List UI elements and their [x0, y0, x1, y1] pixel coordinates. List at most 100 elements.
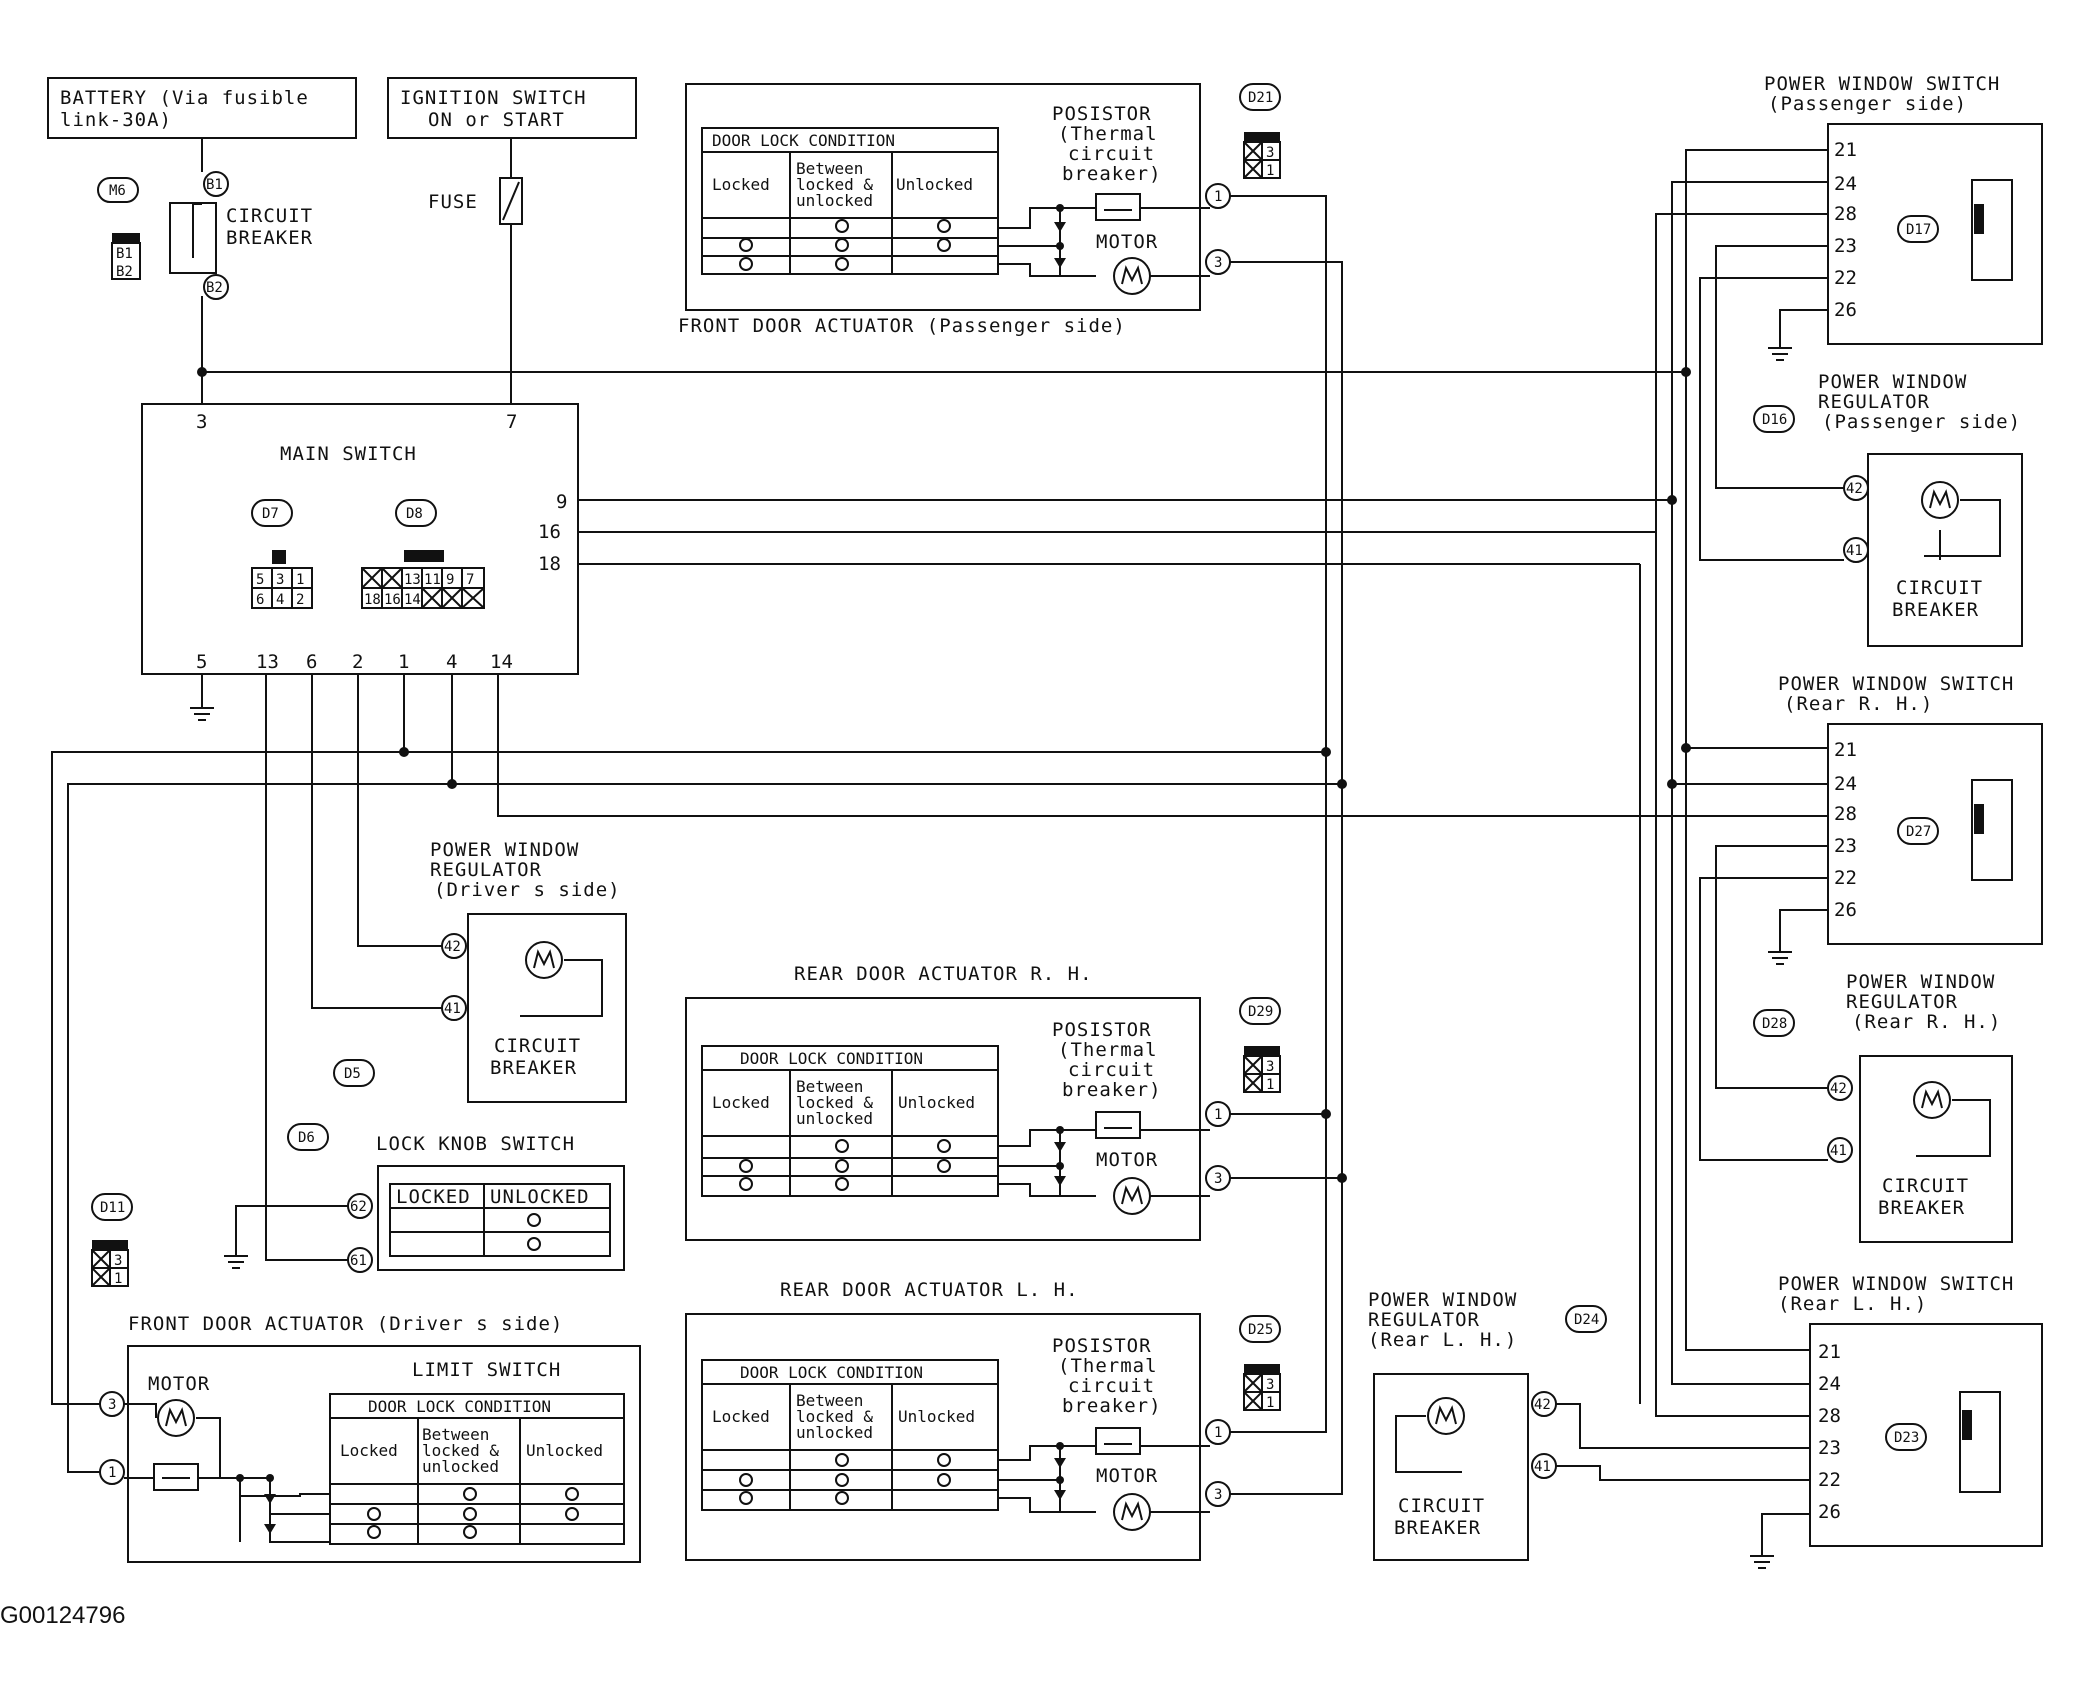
- svg-text:9: 9: [446, 572, 454, 588]
- svg-text:3: 3: [1266, 145, 1274, 161]
- svg-text:D16: D16: [1762, 412, 1787, 428]
- svg-text:16: 16: [384, 592, 401, 608]
- svg-text:MOTOR: MOTOR: [1096, 1465, 1158, 1487]
- main-pin-18: 18: [538, 553, 561, 575]
- pw-switch-rear-rh-title: POWER WINDOW SWITCH: [1778, 673, 2014, 695]
- svg-text:REAR DOOR ACTUATOR L. H.: REAR DOOR ACTUATOR L. H.: [780, 1279, 1079, 1301]
- svg-text:24: 24: [1834, 173, 1857, 195]
- svg-text:18: 18: [364, 592, 381, 608]
- svg-text:42: 42: [1534, 1397, 1551, 1413]
- battery-label-line2: link-30A): [60, 109, 172, 131]
- svg-text:3: 3: [1214, 255, 1222, 271]
- svg-text:3: 3: [1214, 1171, 1222, 1187]
- connector-d25: D25 3 1: [1239, 1315, 1281, 1411]
- svg-text:Unlocked: Unlocked: [898, 1093, 975, 1112]
- svg-text:28: 28: [1834, 803, 1857, 825]
- posistor-label-4: breaker): [1062, 163, 1162, 185]
- main-pin-2: 2: [352, 651, 363, 673]
- pw-regulator-driver: POWER WINDOW REGULATOR (Driver s side) C…: [333, 839, 627, 1103]
- svg-text:2: 2: [296, 592, 304, 608]
- svg-text:breaker): breaker): [1062, 1079, 1162, 1101]
- svg-text:3: 3: [108, 1397, 116, 1413]
- pw-regulator-rear-rh: POWER WINDOW REGULATOR (Rear R. H.) D28 …: [1753, 971, 2013, 1243]
- main-pin-3: 3: [196, 411, 207, 433]
- svg-text:1: 1: [1266, 163, 1274, 179]
- main-pin-4: 4: [446, 651, 457, 673]
- svg-text:7: 7: [466, 572, 474, 588]
- svg-text:D25: D25: [1248, 1322, 1273, 1338]
- svg-text:REGULATOR: REGULATOR: [430, 859, 542, 881]
- pw-switch-passenger-title: POWER WINDOW SWITCH: [1764, 73, 2000, 95]
- svg-text:(Driver s side): (Driver s side): [434, 879, 621, 901]
- svg-text:CIRCUIT: CIRCUIT: [494, 1035, 581, 1057]
- svg-text:Locked: Locked: [712, 1093, 770, 1112]
- main-switch-label: MAIN SWITCH: [280, 443, 417, 465]
- svg-text:1: 1: [114, 1271, 122, 1287]
- svg-text:BREAKER: BREAKER: [1878, 1197, 1965, 1219]
- svg-text:Locked: Locked: [712, 1407, 770, 1426]
- connector-id-d8: D8: [406, 506, 423, 522]
- ignition-block: IGNITION SWITCH ON or START: [387, 77, 637, 139]
- svg-text:unlocked: unlocked: [796, 1423, 873, 1442]
- svg-text:28: 28: [1834, 203, 1857, 225]
- posistor-label-1: POSISTOR: [1052, 103, 1152, 125]
- svg-text:(Rear L. H.): (Rear L. H.): [1368, 1329, 1517, 1351]
- main-pin-6: 6: [306, 651, 317, 673]
- svg-text:41: 41: [1830, 1143, 1847, 1159]
- svg-text:circuit: circuit: [1068, 1375, 1155, 1397]
- door-lock-condition-header: DOOR LOCK CONDITION: [712, 131, 895, 150]
- svg-text:D28: D28: [1762, 1016, 1787, 1032]
- svg-text:Between: Between: [422, 1425, 489, 1444]
- svg-text:28: 28: [1818, 1405, 1841, 1427]
- circuit-breaker-label-1: CIRCUIT: [226, 205, 313, 227]
- svg-text:locked &: locked &: [422, 1441, 499, 1460]
- svg-text:13: 13: [404, 572, 421, 588]
- svg-text:1: 1: [1266, 1077, 1274, 1093]
- svg-text:D24: D24: [1574, 1312, 1599, 1328]
- svg-text:3: 3: [114, 1253, 122, 1269]
- svg-text:21: 21: [1834, 739, 1857, 761]
- svg-text:circuit: circuit: [1068, 1059, 1155, 1081]
- main-pin-9: 9: [556, 491, 567, 513]
- svg-text:DOOR LOCK CONDITION: DOOR LOCK CONDITION: [740, 1363, 923, 1382]
- col-between-1: Between: [796, 159, 863, 178]
- svg-text:REGULATOR: REGULATOR: [1846, 991, 1958, 1013]
- pin-b2: B2: [206, 280, 223, 296]
- connector-id-d17: D17: [1906, 222, 1931, 238]
- pw-regulator-rear-lh: POWER WINDOW REGULATOR (Rear L. H.) D24 …: [1368, 1289, 1607, 1561]
- connector-id-m6: M6: [109, 183, 126, 199]
- pw-switch-rear-rh-side: (Rear R. H.): [1784, 693, 1933, 715]
- svg-text:REAR DOOR ACTUATOR R. H.: REAR DOOR ACTUATOR R. H.: [794, 963, 1093, 985]
- svg-text:POSISTOR: POSISTOR: [1052, 1019, 1152, 1041]
- svg-text:1: 1: [296, 572, 304, 588]
- svg-text:21: 21: [1818, 1341, 1841, 1363]
- col-locked: Locked: [712, 175, 770, 194]
- svg-text:D23: D23: [1894, 1430, 1919, 1446]
- battery-label-line1: BATTERY (Via fusible: [60, 87, 309, 109]
- svg-text:Locked: Locked: [340, 1441, 398, 1460]
- svg-text:D6: D6: [298, 1130, 315, 1146]
- svg-text:41: 41: [444, 1001, 461, 1017]
- circuit-breaker-label-2: BREAKER: [226, 227, 313, 249]
- svg-text:REGULATOR: REGULATOR: [1368, 1309, 1480, 1331]
- svg-text:42: 42: [1846, 481, 1863, 497]
- svg-text:4: 4: [276, 592, 284, 608]
- svg-text:3: 3: [1214, 1487, 1222, 1503]
- main-pin-1: 1: [398, 651, 409, 673]
- d8-pin-grid: 13 11 9 7 18 16 14: [361, 567, 485, 609]
- posistor-label-3: circuit: [1068, 143, 1155, 165]
- svg-text:D21: D21: [1248, 90, 1273, 106]
- svg-text:unlocked: unlocked: [422, 1457, 499, 1476]
- rear-door-actuator-lh: REAR DOOR ACTUATOR L. H. DOOR LOCK CONDI…: [685, 1279, 1231, 1561]
- svg-text:(Thermal: (Thermal: [1058, 1039, 1158, 1061]
- svg-text:23: 23: [1834, 235, 1857, 257]
- svg-text:42: 42: [444, 939, 461, 955]
- ignition-label-line1: IGNITION SWITCH: [400, 87, 587, 109]
- svg-text:CIRCUIT: CIRCUIT: [1398, 1495, 1485, 1517]
- svg-text:3: 3: [1266, 1059, 1274, 1075]
- pin-b1: B1: [206, 177, 223, 193]
- col-between-2: locked &: [796, 175, 873, 194]
- svg-text:CIRCUIT: CIRCUIT: [1882, 1175, 1969, 1197]
- connector-id-d7: D7: [262, 506, 279, 522]
